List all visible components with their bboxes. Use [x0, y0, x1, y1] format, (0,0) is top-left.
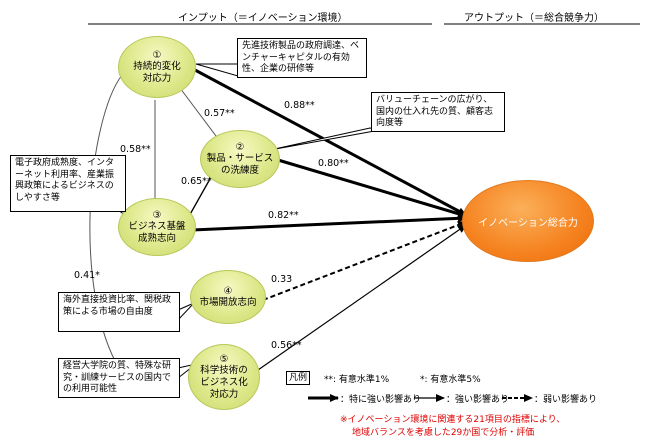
callout-node3-examples: 電子政府成熟度、インターネット利用率、産業振興政策によるビジネスのしやすさ等 — [10, 155, 126, 212]
coef-n1-n3: 0.58** — [120, 144, 151, 155]
node-label: 持続的変化 — [133, 60, 181, 72]
node-market-openness: ④ 市場開放志向 — [190, 270, 266, 324]
node-label: 市場開放志向 — [199, 296, 257, 308]
node-label: 科学技術の — [200, 364, 248, 376]
node-innovation-overall: イノベーション総合力 — [462, 180, 594, 262]
coef-n2-out: 0.80** — [318, 158, 349, 169]
coef-n1-n5: 0.41* — [74, 270, 100, 281]
node-number: ④ — [223, 285, 233, 297]
node-label: 対応力 — [142, 72, 172, 84]
node-label: 製品・サービス — [206, 152, 274, 164]
analysis-note-line2: 地域バランスを考慮した29か国で分析・評価 — [352, 428, 535, 438]
coef-n4-out: 0.33 — [271, 274, 293, 285]
node-label: の洗練度 — [220, 164, 259, 176]
arrow-n3-out — [191, 214, 467, 232]
coef-n1-out: 0.88** — [284, 100, 315, 111]
callout-node2-examples: バリューチェーンの広がり、国内の仕入れ先の質、顧客志向度等 — [371, 92, 505, 132]
output-label: イノベーション総合力 — [478, 217, 578, 229]
coef-n3-out: 0.82** — [268, 210, 299, 221]
legend-strong: ：強い影響あり — [446, 395, 510, 405]
coef-n1-n2: 0.57** — [204, 108, 235, 119]
coef-n3-n2: 0.65** — [181, 176, 212, 187]
node-number: ③ — [152, 209, 162, 221]
node-number: ⑤ — [219, 353, 229, 365]
node-number: ① — [152, 49, 162, 61]
callout-node1-examples: 先進技術製品の政府調達、ベンチャーキャピタルの有効性、企業の研修等 — [237, 38, 367, 78]
node-sustained-change: ① 持続的変化 対応力 — [118, 36, 196, 98]
node-number: ② — [235, 141, 245, 153]
legend-weak: ：弱い影響あり — [534, 395, 598, 405]
legend-strong-special: ：特に強い影響あり — [340, 395, 422, 405]
callout-node4-examples: 海外直接投資比率、関税政策による市場の自由度 — [58, 292, 180, 332]
callout-pointer-2 — [269, 127, 381, 151]
node-product-sophistication: ② 製品・サービス の洗練度 — [200, 130, 280, 188]
arrow-n5-out — [257, 224, 467, 371]
analysis-note-line1: ※イノベーション環境に関連する21項目の指標により、 — [340, 415, 566, 425]
legend-title: 凡例 — [286, 371, 311, 385]
arrow-n4-out — [262, 221, 467, 301]
node-business-foundation: ③ ビジネス基盤 成熟志向 — [118, 198, 196, 256]
output-header: アウトプット（＝総合競争力） — [464, 13, 604, 24]
callout-node5-examples: 経営大学院の質、特殊な研究・訓練サービスの国内での利用可能性 — [58, 358, 180, 398]
arrow-n2-out — [277, 158, 467, 218]
node-label: 対応力 — [209, 388, 239, 400]
input-header: インプット（＝イノベーション環境） — [178, 13, 348, 24]
legend-sig5: *: 有意水準5% — [420, 375, 481, 385]
node-science-business: ⑤ 科学技術の ビジネス化 対応力 — [188, 344, 260, 410]
arrow-n1-out — [194, 68, 467, 217]
node-label: ビジネス化 — [200, 376, 248, 388]
coef-n5-out: 0.56** — [271, 340, 302, 351]
node-label: 成熟志向 — [137, 232, 176, 244]
legend-sig1: **: 有意水準1% — [324, 375, 390, 385]
node-label: ビジネス基盤 — [128, 220, 186, 232]
